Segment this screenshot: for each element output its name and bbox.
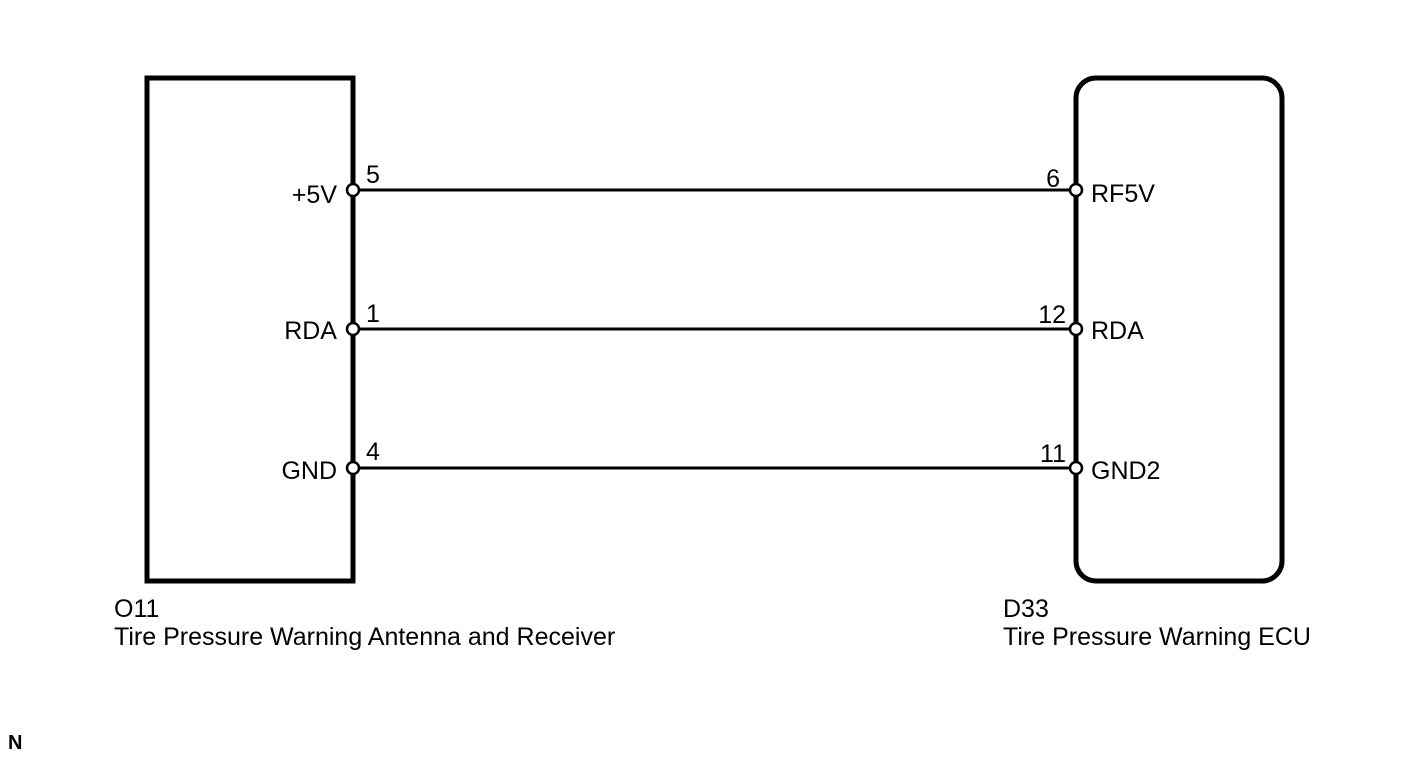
right-pin-signal-label: GND2	[1091, 457, 1160, 485]
right-pin-number: 11	[1040, 440, 1066, 468]
terminal-left-rda	[345, 321, 361, 337]
left-pin-number: 5	[366, 161, 380, 189]
left-pin-signal-label: GND	[281, 457, 337, 485]
left-pin-signal-label: +5V	[292, 181, 338, 209]
right-pin-number: 6	[1046, 165, 1060, 193]
right-pin-number: 12	[1038, 301, 1066, 329]
terminal-right-rda	[1068, 321, 1084, 337]
left-pin-signal-label: RDA	[284, 317, 337, 345]
ecu-component-name: Tire Pressure Warning ECU	[1003, 623, 1311, 651]
corner-mark: N	[8, 732, 22, 754]
terminal-left-gnd	[345, 460, 361, 476]
left-pin-number: 1	[366, 300, 380, 328]
ecu-connector-code: D33	[1003, 595, 1049, 623]
terminal-left-5v	[345, 182, 361, 198]
right-pin-signal-label: RDA	[1091, 317, 1144, 345]
terminal-right-gnd2	[1068, 460, 1084, 476]
receiver-component-name: Tire Pressure Warning Antenna and Receiv…	[114, 623, 615, 651]
terminal-right-rf5v	[1068, 182, 1084, 198]
receiver-connector-code: O11	[114, 595, 159, 623]
left-pin-number: 4	[366, 438, 380, 466]
right-pin-signal-label: RF5V	[1091, 180, 1155, 208]
